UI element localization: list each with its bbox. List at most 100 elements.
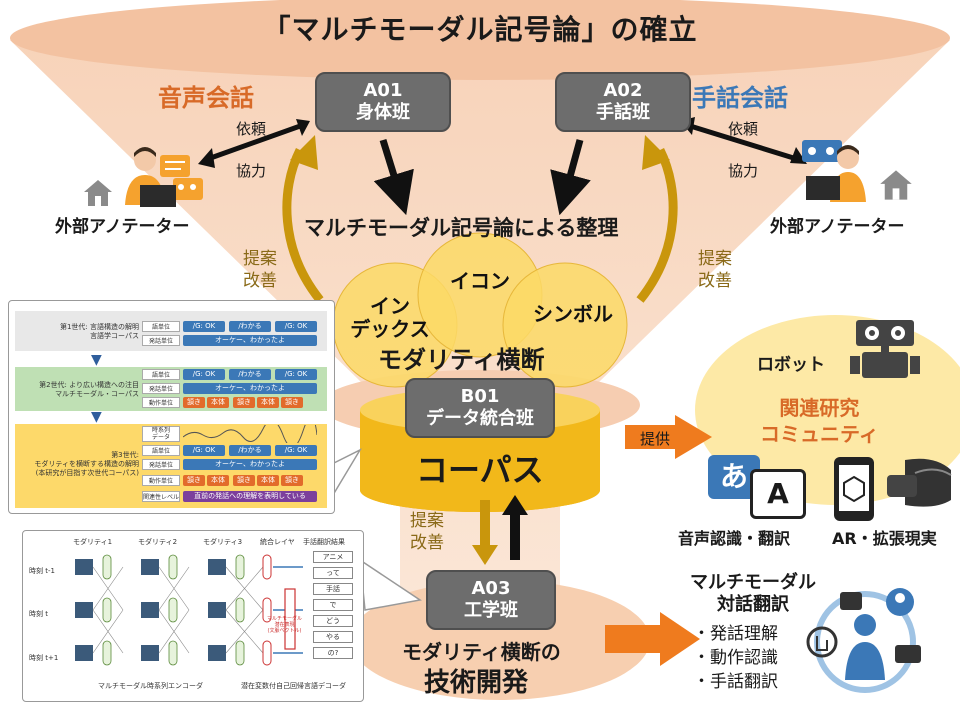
gen2-utter-unit: 発話単位 (142, 383, 180, 394)
page-title: 「マルチモーダル記号論」の確立 (262, 13, 698, 46)
left-request-label: 依頼 (236, 120, 267, 138)
gen2-utterance: オーケー、わかったよ (183, 383, 317, 394)
gen1-line2: 言語学コーパス (90, 332, 139, 340)
gen2-word-unit: 語単位 (142, 369, 180, 380)
proposal-left-line2: 改善 (243, 271, 277, 291)
translate-glyph-en: A (750, 469, 806, 519)
integration-layer-label: 統合レイヤ (260, 538, 295, 546)
translation-result-list: アニメ って 手話 で どう やる の? (313, 551, 353, 663)
gen3-chip-1: /G: OK (183, 445, 225, 456)
modality-1-label: モダリティ1 (73, 538, 113, 546)
gen1-line1: 第1世代: 言語構造の解明 (59, 323, 139, 331)
gen3-relation-unit: 関連性レベル (142, 491, 180, 502)
gen2-action-1: 頷き (183, 397, 205, 408)
team-b01-box: B01 データ統合班 (405, 378, 555, 438)
gen1-word-unit: 語単位 (142, 321, 180, 332)
team-a03-box: A03 工学班 (426, 570, 556, 630)
venn-index-line1: イン (370, 294, 410, 318)
modality-3-label: モダリティ3 (203, 538, 243, 546)
gen2-action-3: 頷き (233, 397, 255, 408)
timeseries-line2: データ (151, 434, 170, 441)
result-word-5: どう (313, 615, 353, 627)
right-annotator-label: 外部アノテーター (770, 217, 905, 237)
venn-icon-label: イコン (450, 269, 510, 293)
venn-symbol-label: シンボル (533, 302, 613, 326)
team-a03-name: 工学班 (464, 600, 518, 621)
result-word-2: って (313, 567, 353, 579)
gen2-chip-1: /G: OK (183, 369, 225, 380)
gen2-action-4: 本体 (257, 397, 279, 408)
engineering-line2: 技術開発 (424, 668, 529, 698)
robot-label: ロボット (757, 355, 825, 375)
proposal-left: 提案 改善 (243, 248, 277, 292)
gen3-action-4: 本体 (257, 475, 279, 486)
smartphone-ar-icon (830, 455, 880, 527)
time-label-prev: 時刻 t-1 (29, 567, 55, 575)
gen3-word-unit: 語単位 (142, 445, 180, 456)
proposal-right: 提案 改善 (698, 248, 732, 292)
proposal-right-line2: 改善 (698, 271, 732, 291)
team-a02-code: A02 (603, 80, 643, 101)
venn-index-label: イン デックス (345, 295, 435, 341)
proposal-arrow-left (282, 147, 324, 303)
gen1-utter-unit: 発話単位 (142, 335, 180, 346)
venn-index-line2: デックス (350, 317, 430, 341)
house-icon (82, 178, 114, 212)
gen3-utter-unit: 発話単位 (142, 459, 180, 470)
dialog-translation-title: マルチモーダル 対話翻訳 (690, 572, 816, 616)
modality-crossing-caption: モダリティ横断 (378, 346, 545, 374)
proposal-arrow-right (636, 147, 678, 303)
a03-ellipse (350, 580, 650, 700)
robot-icon (848, 318, 928, 390)
gen3-action-unit: 動作単位 (142, 475, 180, 486)
timeseries-line1: 時系列 (151, 427, 170, 434)
corpus-generations-panel: 第1世代: 言語構造の解明 言語学コーパス 語単位 発話単位 /G: OK /わ… (8, 300, 335, 514)
gen3-line1: 第3世代: (111, 451, 139, 459)
bullet-sign: ・手話翻訳 (693, 672, 778, 692)
down-arrow-icon: ▼ (91, 409, 102, 425)
team-a01-name: 身体班 (356, 102, 410, 123)
proposal-bottom-line1: 提案 (410, 511, 444, 531)
gen3-line2: モダリティを横断する構造の解明 (34, 460, 139, 468)
gen2-label: 第2世代: より広い構造への注目 マルチモーダル・コーパス (19, 381, 139, 399)
proposal-bottom: 提案 改善 (410, 510, 444, 554)
community-title-line2: コミュニティ (760, 422, 879, 446)
gen3-label: 第3世代: モダリティを横断する構造の解明 (本研究が目指す次世代コーパス) (19, 451, 139, 478)
latent-line2: 潜在表現 (274, 622, 295, 628)
latent-line3: (文脈ベクトル) (267, 628, 302, 634)
decoder-label: 潜在変数付自己回帰言語デコーダ (241, 682, 346, 690)
result-word-3: 手話 (313, 583, 353, 595)
modality-2-label: モダリティ2 (138, 538, 178, 546)
gen2-line2: マルチモーダル・コーパス (55, 390, 139, 398)
encoder-label: マルチモーダル時系列エンコーダ (98, 682, 203, 690)
gen3-line3: (本研究が目指す次世代コーパス) (35, 469, 139, 477)
team-a02-name: 手話班 (596, 102, 650, 123)
dialog-bullet-list: ・発話理解 ・動作認識 ・手話翻訳 (693, 622, 778, 694)
ar-label: AR・拡張現実 (832, 529, 937, 548)
proposal-bottom-line2: 改善 (410, 533, 444, 553)
organize-label: マルチモーダル記号論による整理 (304, 216, 619, 240)
latent-line1: マルチモーダル (267, 616, 303, 622)
gen3-chip-3: /G: OK (275, 445, 317, 456)
vr-headset-icon (885, 455, 955, 519)
team-b01-name: データ統合班 (426, 408, 534, 429)
bullet-utterance: ・発話理解 (693, 624, 778, 644)
right-request-label: 依頼 (728, 120, 759, 138)
gen1-chip-2: /わかる (229, 321, 271, 332)
latent-label: マルチモーダル 潜在表現 (文脈ベクトル) (267, 616, 302, 634)
bullet-action: ・動作認識 (693, 648, 778, 668)
proposal-right-line1: 提案 (698, 249, 732, 269)
result-title: 手話翻訳結果 (303, 538, 345, 546)
speech-recognition-label: 音声認識・翻訳 (678, 529, 791, 548)
gen1-utterance: オーケー、わかったよ (183, 335, 317, 346)
timeseries-wave (183, 425, 317, 443)
gen3-timeseries-unit: 時系列 データ (142, 426, 180, 442)
house-icon (878, 168, 914, 206)
dialog-title-line1: マルチモーダル (690, 572, 816, 593)
gen3-chip-2: /わかる (229, 445, 271, 456)
gen2-chip-2: /わかる (229, 369, 271, 380)
gen1-chip-1: /G: OK (183, 321, 225, 332)
proposal-left-line1: 提案 (243, 249, 277, 269)
provide-label: 提供 (640, 430, 671, 448)
title-band (10, 0, 950, 80)
